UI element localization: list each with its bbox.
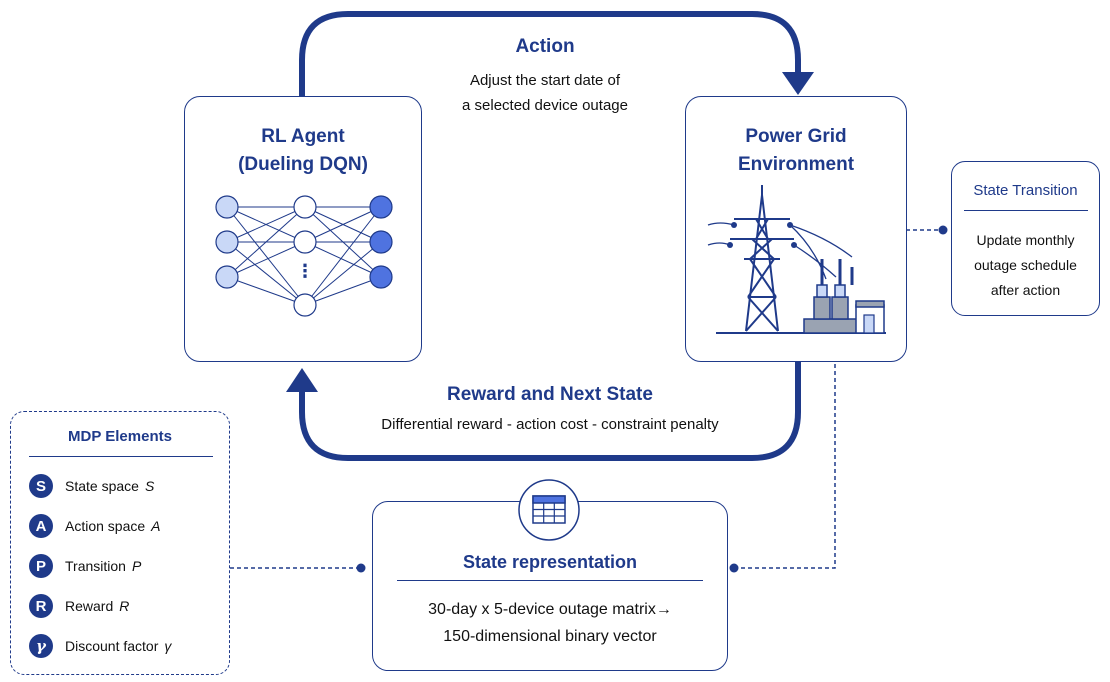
network-edge	[304, 241, 382, 306]
hidden-layer-ellipsis: ⋮	[296, 261, 314, 281]
mdp-elements-box: MDP Elements S State space S A Action sp…	[10, 411, 230, 675]
mdp-item-action-space: A Action space A	[29, 514, 161, 538]
environment-title-line-1: Power Grid	[745, 126, 847, 147]
network-edge	[226, 206, 306, 278]
action-description: Adjust the start date of a selected devi…	[420, 68, 670, 118]
input-node	[215, 195, 239, 219]
network-edge	[226, 206, 306, 243]
discount-factor-badge-icon: γ	[29, 634, 53, 658]
network-edge	[304, 206, 382, 243]
network-edge	[226, 276, 306, 306]
output-node	[369, 230, 393, 254]
action-title: Action	[515, 36, 575, 57]
transition-badge-icon: P	[29, 554, 53, 578]
state-representation-line-1: 30-day x 5-device outage matrix→	[428, 601, 672, 618]
mdp-item-symbol: S	[144, 478, 155, 494]
reward-title: Reward and Next State	[447, 384, 653, 405]
mdp-elements-divider	[29, 456, 213, 457]
state-representation-title: State representation	[462, 552, 638, 572]
mdp-item-symbol: P	[131, 558, 142, 574]
mdp-item-label: Reward	[65, 598, 114, 614]
input-node	[215, 230, 239, 254]
hidden-node	[293, 195, 317, 219]
reward-formula: Differential reward - action cost - cons…	[381, 416, 719, 433]
action-arrow	[299, 11, 801, 99]
table-icon	[518, 479, 580, 541]
state-representation-divider	[397, 580, 703, 581]
state-link	[735, 364, 836, 569]
network-edge	[304, 241, 382, 278]
reward-badge-icon: R	[29, 594, 53, 618]
mdp-item-label: Transition	[65, 558, 126, 574]
reward-arrowhead	[286, 368, 318, 392]
mdp-item-label: Action space	[65, 518, 146, 534]
network-edge	[226, 241, 306, 278]
neural-network-icon	[215, 195, 393, 317]
state-transition-line-2: outage schedule	[974, 257, 1077, 273]
action-line-2: a selected device outage	[462, 97, 628, 114]
reward-arrow	[299, 359, 801, 461]
mdp-item-label: Discount factor	[65, 638, 159, 654]
input-node	[215, 265, 239, 289]
state-representation-description: 30-day x 5-device outage matrix→ 150-dim…	[373, 596, 727, 650]
state-representation-line-2: 150-dimensional binary vector	[443, 628, 657, 645]
mdp-elements-title: MDP Elements	[68, 428, 172, 445]
action-arrowhead	[782, 72, 814, 95]
rl-agent-title-line-1: RL Agent	[261, 126, 345, 147]
environment-title: Power Grid Environment	[686, 123, 906, 179]
network-edge	[226, 241, 306, 306]
power-grid-environment-box: Power Grid Environment	[685, 96, 907, 362]
mdp-item-symbol: A	[151, 518, 161, 534]
state-transition-title: State Transition	[973, 182, 1078, 199]
network-edge	[304, 276, 382, 306]
mdp-item-transition: P Transition P	[29, 554, 141, 578]
mdp-item-state-space: S State space S	[29, 474, 154, 498]
state-space-badge-icon: S	[29, 474, 53, 498]
state-transition-box: State Transition Update monthly outage s…	[951, 161, 1100, 316]
action-space-badge-icon: A	[29, 514, 53, 538]
state-link-dot	[729, 563, 739, 573]
output-node	[369, 195, 393, 219]
rl-agent-box: RL Agent (Dueling DQN) ⋮	[184, 96, 422, 362]
mdp-item-label: State space	[65, 478, 139, 494]
state-transition-line-1: Update monthly	[976, 232, 1075, 248]
mdp-item-discount-factor: γ Discount factor γ	[29, 634, 171, 658]
mdp-item-reward: R Reward R	[29, 594, 129, 618]
state-transition-line-3: after action	[990, 282, 1061, 298]
mdp-item-symbol: γ	[164, 638, 172, 654]
hidden-node	[293, 293, 317, 317]
network-edge	[304, 206, 382, 306]
action-line-1: Adjust the start date of	[469, 72, 621, 89]
state-transition-divider	[964, 210, 1088, 211]
state-transition-description: Update monthly outage schedule after act…	[952, 228, 1099, 303]
power-tower-substation-icon	[707, 185, 886, 334]
network-edge	[226, 206, 306, 306]
rl-agent-title: RL Agent (Dueling DQN)	[185, 123, 421, 179]
output-node	[369, 265, 393, 289]
hidden-node	[293, 230, 317, 254]
transition-link-dot	[938, 225, 948, 235]
environment-title-line-2: Environment	[737, 154, 855, 175]
mdp-link-dot	[356, 563, 366, 573]
mdp-item-symbol: R	[119, 598, 130, 614]
rl-agent-title-line-2: (Dueling DQN)	[238, 154, 368, 175]
